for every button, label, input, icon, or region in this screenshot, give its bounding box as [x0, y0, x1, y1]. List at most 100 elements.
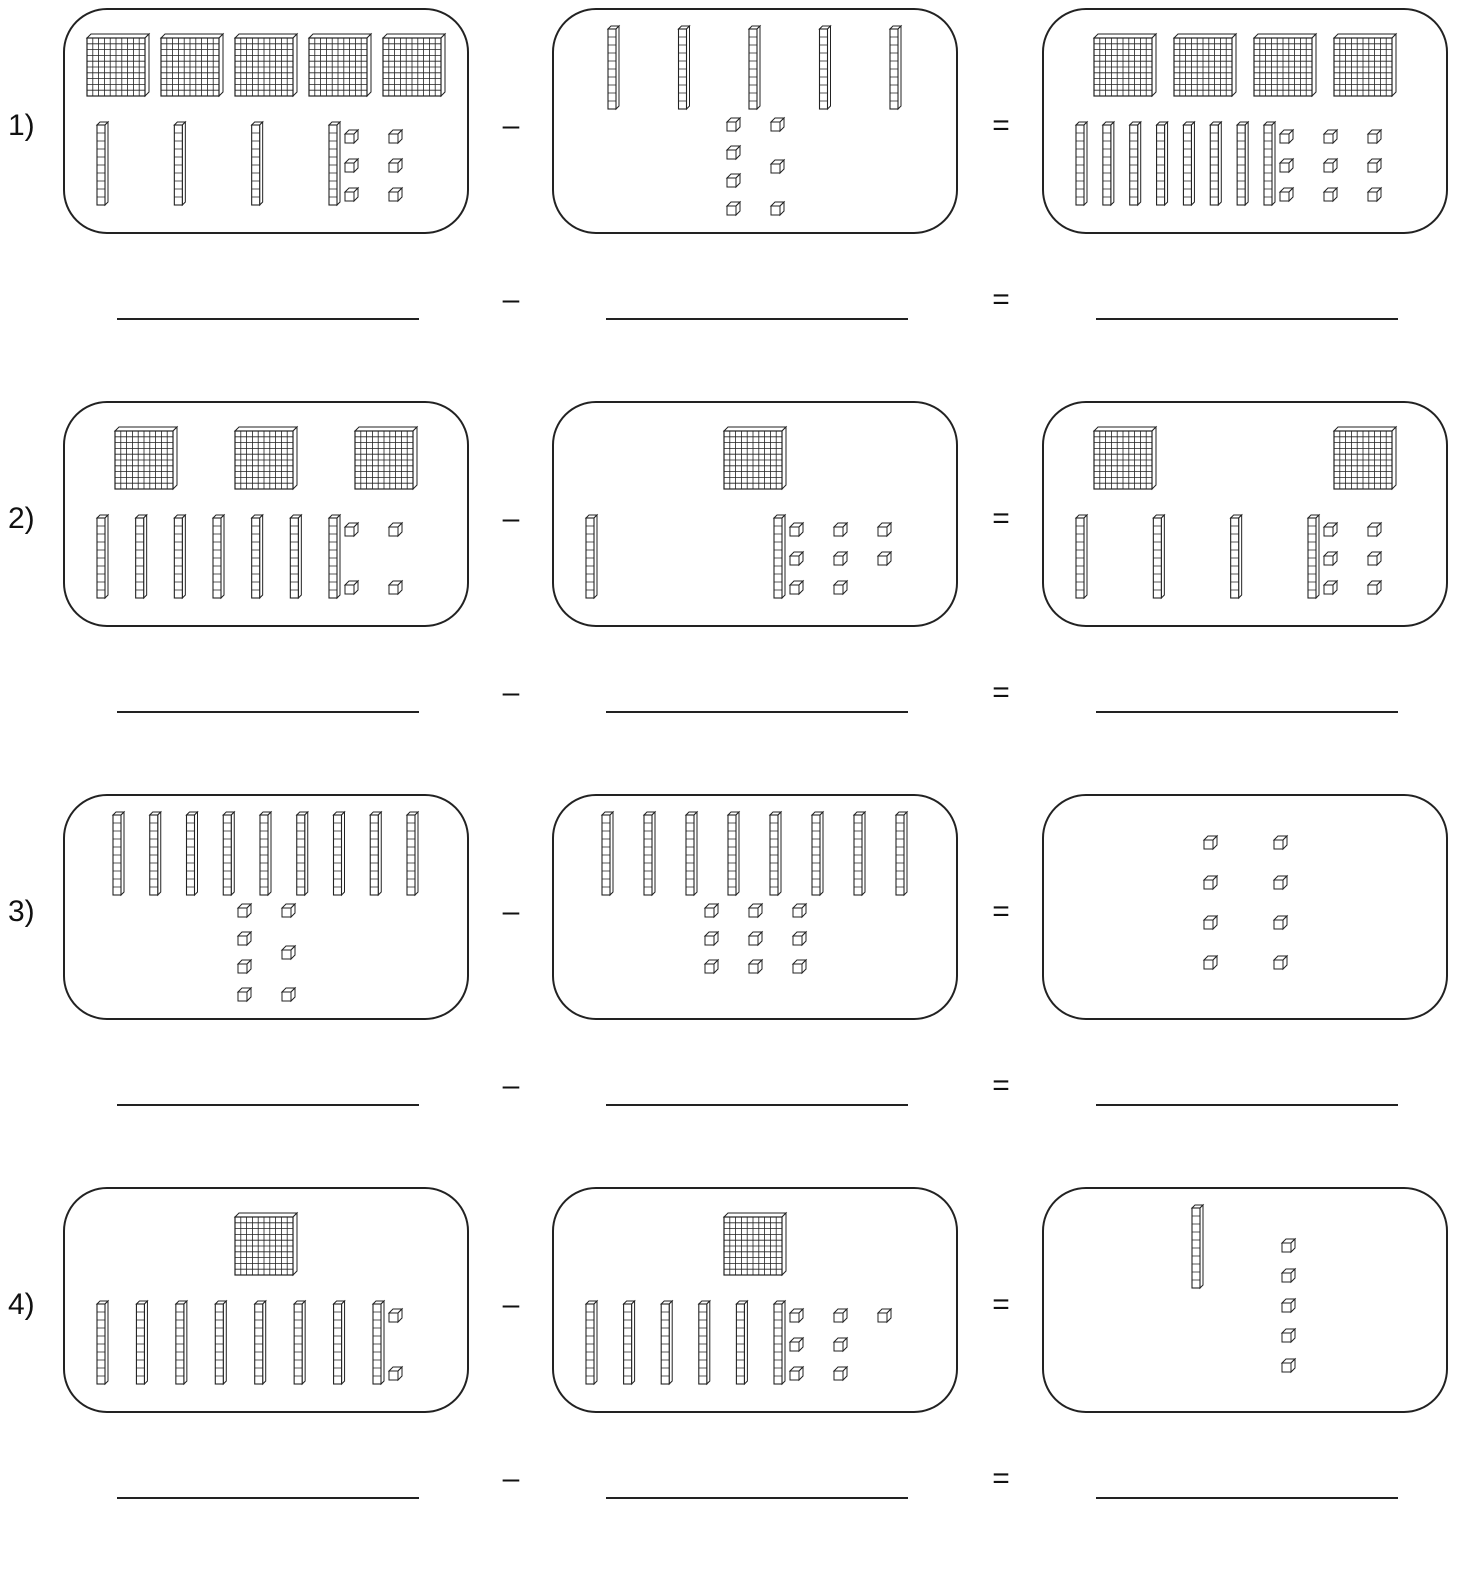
one-unit-cube: [389, 188, 402, 201]
equals-sign: =: [986, 1464, 1016, 1494]
ten-rod-block: [1231, 515, 1242, 598]
ten-rod-block: [1130, 122, 1141, 205]
subtrahend-answer-line[interactable]: [606, 711, 908, 713]
equals-sign: =: [986, 1290, 1016, 1320]
ten-rod-block: [774, 1301, 785, 1384]
hundred-flat-block: [235, 1213, 297, 1275]
ten-rod-block: [1157, 122, 1168, 205]
one-unit-cube: [749, 932, 762, 945]
one-unit-cube: [345, 159, 358, 172]
one-unit-cube: [1368, 552, 1381, 565]
one-unit-cube: [345, 523, 358, 536]
base-ten-blocks: [65, 10, 467, 232]
hundred-flat-block: [87, 34, 149, 96]
hundred-flat-block: [115, 427, 177, 489]
one-unit-cube: [705, 904, 718, 917]
one-unit-cube: [771, 202, 784, 215]
one-unit-cube: [1280, 188, 1293, 201]
difference-answer-line[interactable]: [1096, 1497, 1398, 1499]
ten-rod-block: [586, 1301, 597, 1384]
difference-blocks-box: [1042, 1187, 1448, 1413]
base-ten-blocks: [1044, 1189, 1446, 1411]
one-unit-cube: [790, 1367, 803, 1380]
one-unit-cube: [749, 904, 762, 917]
hundred-flat-block: [309, 34, 371, 96]
one-unit-cube: [1204, 836, 1217, 849]
problem-3: 3)––==: [0, 794, 1462, 1187]
difference-answer-line[interactable]: [1096, 318, 1398, 320]
one-unit-cube: [282, 988, 295, 1001]
ten-rod-block: [1076, 515, 1087, 598]
one-unit-cube: [1324, 552, 1337, 565]
ten-rod-block: [97, 515, 108, 598]
ten-rod-block: [774, 515, 785, 598]
subtrahend-answer-line[interactable]: [606, 1104, 908, 1106]
one-unit-cube: [282, 904, 295, 917]
problem-number: 1): [8, 111, 35, 141]
one-unit-cube: [727, 146, 740, 159]
minus-sign: –: [496, 504, 526, 534]
one-unit-cube: [878, 523, 891, 536]
ten-rod-block: [373, 1301, 384, 1384]
ten-rod-block: [736, 1301, 747, 1384]
ten-rod-block: [329, 122, 340, 205]
ten-rod-block: [150, 812, 161, 895]
subtrahend-answer-line[interactable]: [606, 1497, 908, 1499]
ten-rod-block: [252, 122, 263, 205]
minuend-answer-line[interactable]: [117, 711, 419, 713]
ten-rod-block: [294, 1301, 305, 1384]
minuend-answer-line[interactable]: [117, 1104, 419, 1106]
hundred-flat-block: [355, 427, 417, 489]
one-unit-cube: [345, 581, 358, 594]
minus-sign: –: [496, 111, 526, 141]
one-unit-cube: [1368, 130, 1381, 143]
minus-sign: –: [496, 1290, 526, 1320]
problem-number: 3): [8, 897, 35, 927]
base-ten-blocks: [1044, 403, 1446, 625]
hundred-flat-block: [1094, 427, 1156, 489]
subtrahend-blocks-box: [552, 8, 958, 234]
one-unit-cube: [389, 523, 402, 536]
ten-rod-block: [770, 812, 781, 895]
equals-sign: =: [986, 1071, 1016, 1101]
problem-1: 1)––==: [0, 8, 1462, 401]
one-unit-cube: [345, 188, 358, 201]
ten-rod-block: [252, 515, 263, 598]
ten-rod-block: [699, 1301, 710, 1384]
one-unit-cube: [1280, 159, 1293, 172]
minuend-blocks-box: [63, 8, 469, 234]
ten-rod-block: [1237, 122, 1248, 205]
one-unit-cube: [238, 904, 251, 917]
difference-answer-line[interactable]: [1096, 1104, 1398, 1106]
base-ten-blocks: [65, 1189, 467, 1411]
equals-sign: =: [986, 504, 1016, 534]
one-unit-cube: [1204, 916, 1217, 929]
minuend-answer-line[interactable]: [117, 1497, 419, 1499]
one-unit-cube: [793, 932, 806, 945]
one-unit-cube: [1324, 188, 1337, 201]
ten-rod-block: [213, 515, 224, 598]
hundred-flat-block: [724, 1213, 786, 1275]
one-unit-cube: [834, 1338, 847, 1351]
ten-rod-block: [260, 812, 271, 895]
difference-blocks-box: [1042, 8, 1448, 234]
one-unit-cube: [1324, 159, 1337, 172]
base-ten-blocks: [65, 403, 467, 625]
ten-rod-block: [679, 26, 690, 109]
difference-answer-line[interactable]: [1096, 711, 1398, 713]
hundred-flat-block: [724, 427, 786, 489]
hundred-flat-block: [1094, 34, 1156, 96]
ten-rod-block: [644, 812, 655, 895]
one-unit-cube: [389, 1309, 402, 1322]
hundred-flat-block: [161, 34, 223, 96]
one-unit-cube: [1204, 956, 1217, 969]
one-unit-cube: [1324, 581, 1337, 594]
one-unit-cube: [1368, 523, 1381, 536]
minuend-answer-line[interactable]: [117, 318, 419, 320]
subtrahend-answer-line[interactable]: [606, 318, 908, 320]
one-unit-cube: [1274, 836, 1287, 849]
ten-rod-block: [890, 26, 901, 109]
one-unit-cube: [790, 581, 803, 594]
base-ten-blocks: [65, 796, 467, 1018]
one-unit-cube: [771, 118, 784, 131]
